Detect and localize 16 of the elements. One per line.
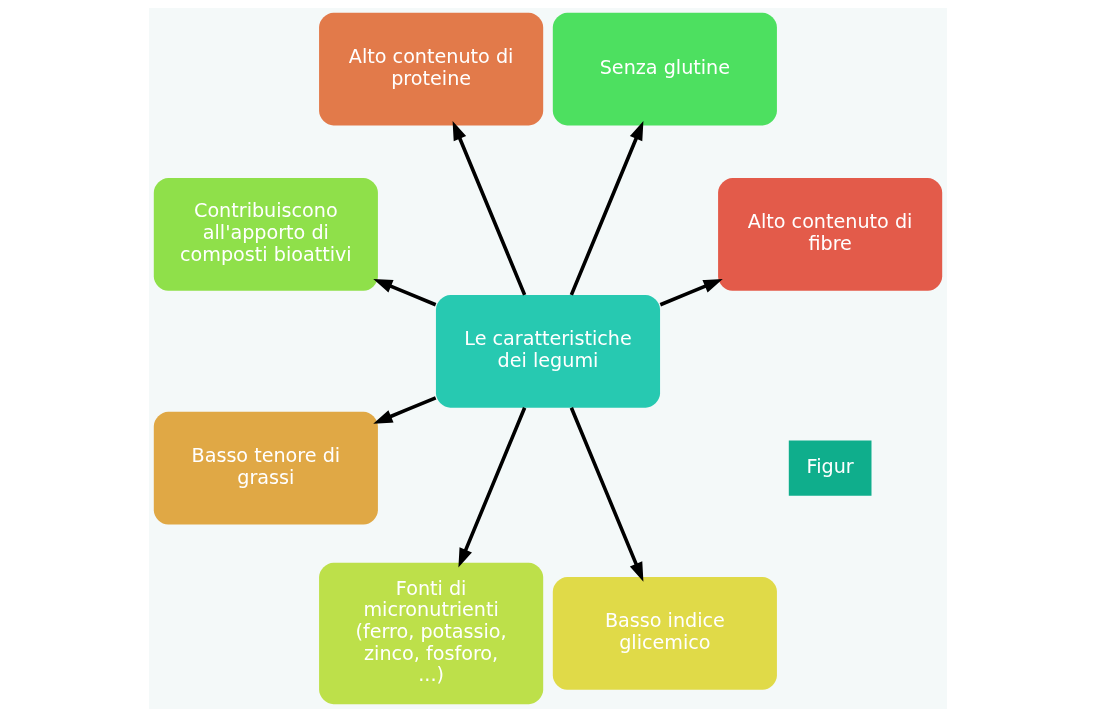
node-box: Alto contenuto di fibre [718, 178, 943, 291]
arrow [373, 396, 437, 424]
node-box: Basso tenore di grassi [153, 411, 378, 525]
arrow [659, 278, 723, 307]
arrow [452, 120, 527, 296]
node-box: Basso indice glicemico [552, 577, 777, 690]
node-box: Senza glutine [552, 12, 777, 126]
arrow [458, 407, 527, 568]
label: Figur [806, 454, 854, 478]
node-box: Alto contenuto di proteine [319, 12, 544, 126]
node-box: Le caratteristiche dei legumi [435, 295, 661, 408]
arrow [569, 407, 644, 582]
arrow [569, 120, 644, 296]
node-box: Fonti di micronutrienti (ferro, potassio, zinco, fosforo, ...) [319, 562, 544, 705]
arrow [373, 278, 437, 307]
node-box: Contribuiscono all'apporto di composti bioattivi [153, 178, 378, 291]
